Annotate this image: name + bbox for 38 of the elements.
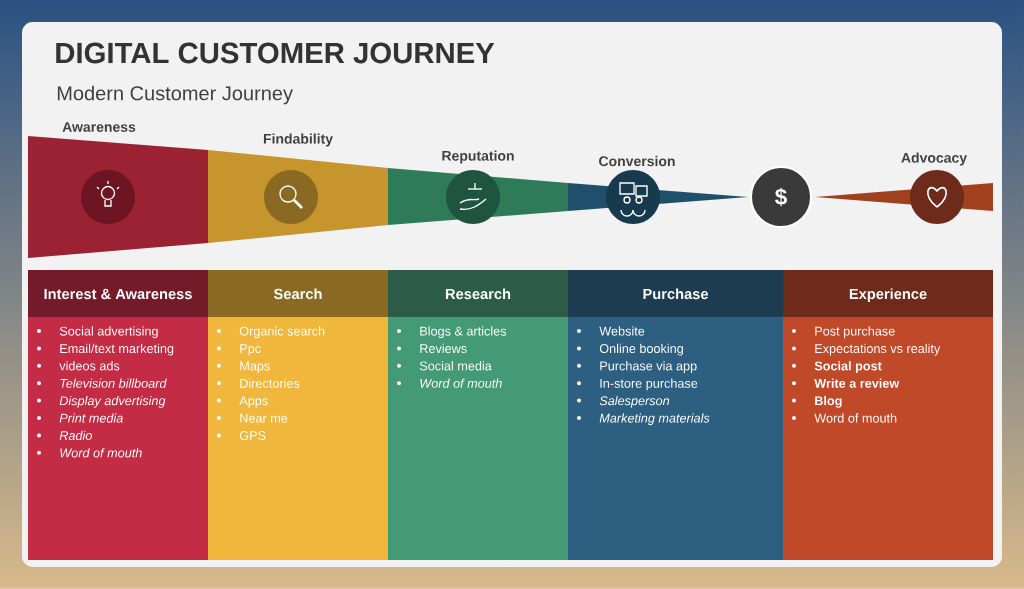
title: DIGITAL CUSTOMER JOURNEY: [56, 42, 495, 64]
bullet-item: Ppc: [217, 344, 261, 356]
bullet-item: Radio: [37, 430, 92, 441]
bullet-item: Social post: [792, 361, 882, 373]
bullet-item: Word of mouth: [792, 413, 897, 423]
bullet-item: Salesperson: [577, 395, 670, 408]
stage-label: Advocacy: [901, 152, 967, 166]
subtitle: Modern Customer Journey: [57, 85, 293, 105]
stage-label: Conversion: [599, 155, 675, 167]
bullet-item: Directories: [217, 378, 300, 388]
bullet-item: Display advertising: [37, 395, 166, 408]
bullet-item: Blog: [792, 395, 842, 408]
bullet-item: Word of mouth: [37, 448, 142, 458]
bullet-item: Organic search: [217, 326, 325, 339]
bullet-item: Maps: [217, 361, 270, 373]
bullet-item: Apps: [217, 396, 268, 408]
bullet-item: Website: [577, 326, 645, 336]
bullet-item: Print media: [37, 413, 123, 423]
bullet-item: GPS: [217, 431, 266, 441]
bullet-item: Marketing materials: [577, 413, 710, 426]
bullet-item: Reviews: [397, 343, 467, 354]
stage-label: Findability: [263, 133, 333, 147]
bullet-item: Purchase via app: [577, 361, 697, 373]
bullet-item: Online booking: [577, 343, 683, 356]
bullet-item: Expectations vs reality: [792, 343, 941, 356]
bullet-item: Social advertising: [37, 326, 158, 339]
bullet-item: Email/text marketing: [37, 343, 174, 356]
bullet-item: Social media: [397, 361, 492, 371]
bullet-item: Post purchase: [792, 326, 895, 339]
bullet-item: Blogs & articles: [397, 326, 507, 339]
bullet-item: Television billboard: [37, 378, 167, 388]
bullet-item: In-store purchase: [577, 378, 698, 391]
bullet-item: videos ads: [37, 361, 120, 371]
bullet-item: Word of mouth: [397, 378, 502, 388]
bullet-item: Near me: [217, 413, 288, 423]
stage-label: Awareness: [62, 122, 136, 132]
stage-label: Reputation: [442, 150, 514, 164]
bullet-item: Write a review: [792, 378, 900, 388]
